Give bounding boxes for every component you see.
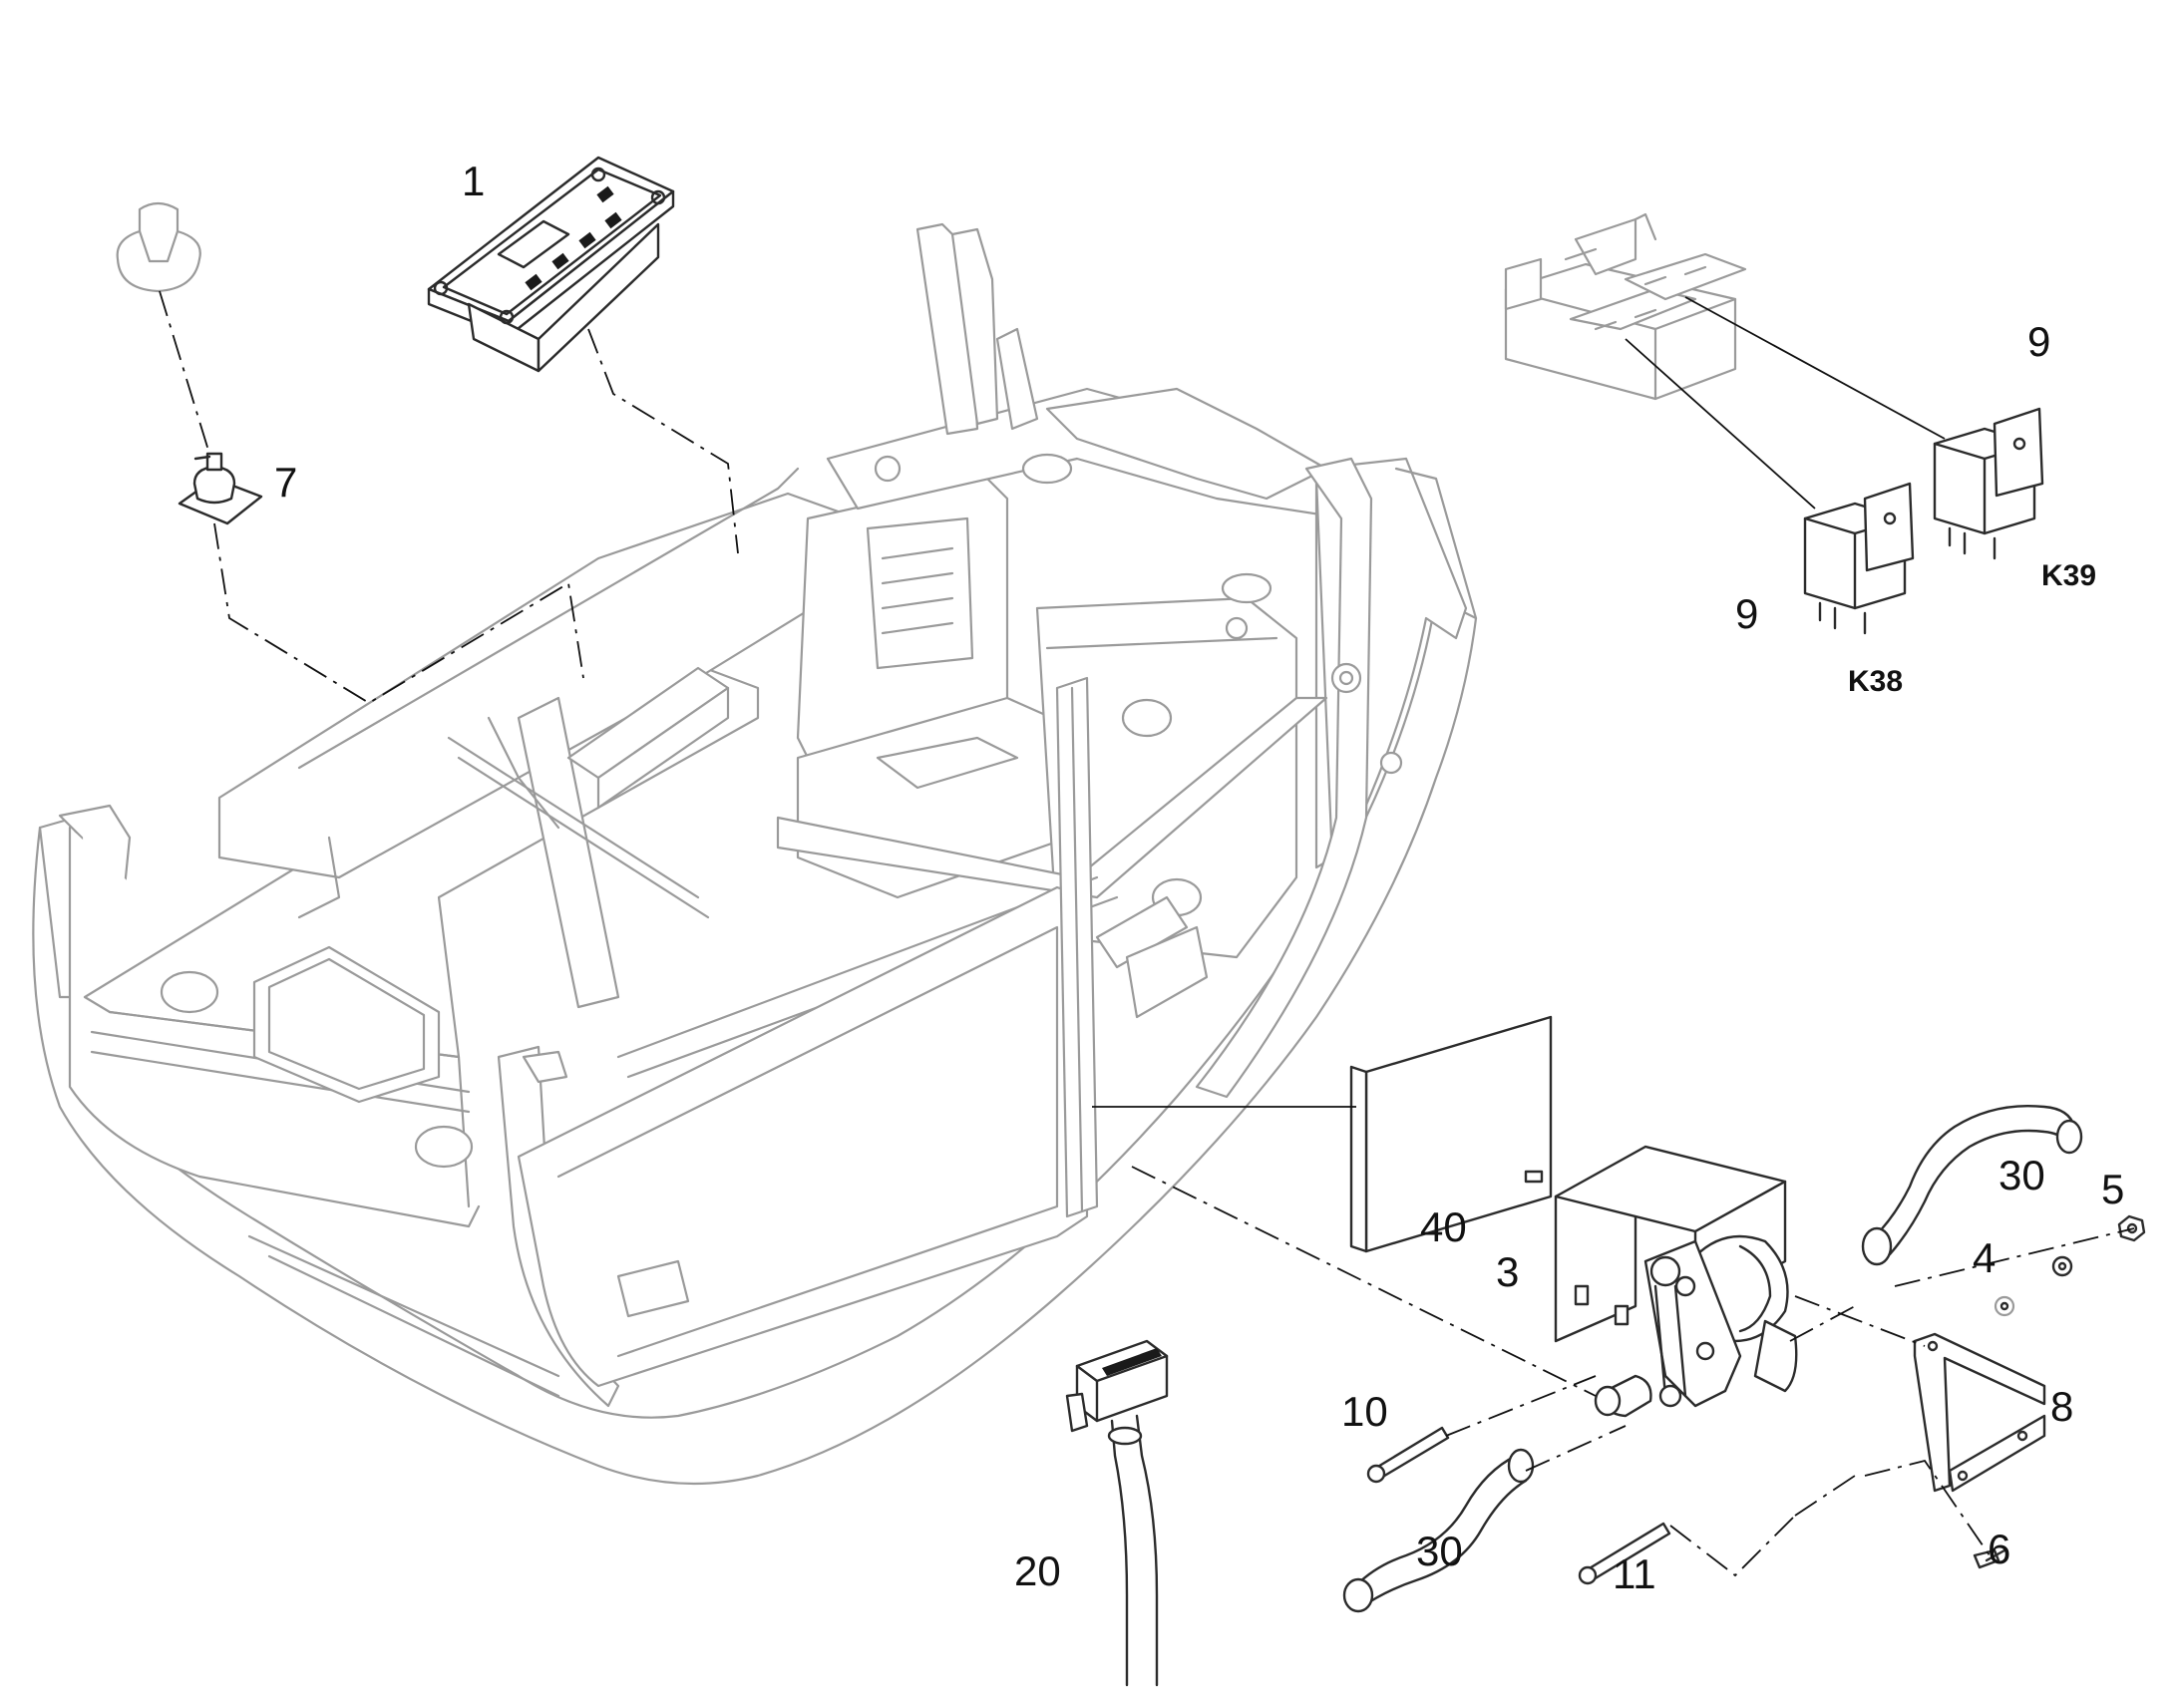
callout-6: 6 (1988, 1526, 2010, 1572)
hose-upper-part-30 (1861, 1105, 2083, 1266)
relay-base (1504, 212, 1747, 401)
callout-7: 7 (274, 459, 297, 506)
bolt-part-10 (1366, 1426, 1450, 1484)
bracket-part-8 (1913, 1332, 2046, 1493)
relay-k39 (1933, 407, 2044, 560)
rotary-switch-part-7 (178, 452, 263, 525)
plate-part-40 (1349, 1015, 1553, 1253)
callout-10: 10 (1341, 1388, 1388, 1435)
callout-9-lower: 9 (1735, 590, 1758, 637)
callout-3: 3 (1496, 1248, 1519, 1295)
callout-8: 8 (2050, 1383, 2073, 1430)
callout-labels: 1 7 9 9 K39 K38 40 3 30 5 4 8 10 30 11 6… (274, 158, 2124, 1597)
callout-1: 1 (462, 158, 485, 204)
callout-30-upper: 30 (1998, 1152, 2045, 1198)
callout-4: 4 (1973, 1234, 1996, 1281)
callout-k38: K38 (1848, 665, 1903, 698)
callout-30-lower: 30 (1416, 1528, 1463, 1574)
cable-part-20 (1065, 1339, 1169, 1687)
actuator-part-3 (1554, 1145, 1798, 1418)
callout-9-upper: 9 (2027, 318, 2050, 365)
hose-lower-part-30 (1342, 1448, 1535, 1613)
callout-5: 5 (2101, 1166, 2124, 1212)
washer-part-4 (1994, 1255, 2073, 1317)
leader-lines (159, 290, 2135, 1577)
callout-40: 40 (1420, 1203, 1467, 1250)
knob-part-7 (116, 201, 201, 293)
control-panel-part-1 (427, 156, 675, 373)
relay-k38 (1803, 482, 1915, 635)
callout-k39: K39 (2041, 559, 2096, 592)
callout-11: 11 (1613, 1550, 1656, 1597)
cab-frame (32, 222, 1478, 1486)
callout-20: 20 (1014, 1547, 1061, 1594)
bolt-part-11 (1578, 1522, 1671, 1585)
